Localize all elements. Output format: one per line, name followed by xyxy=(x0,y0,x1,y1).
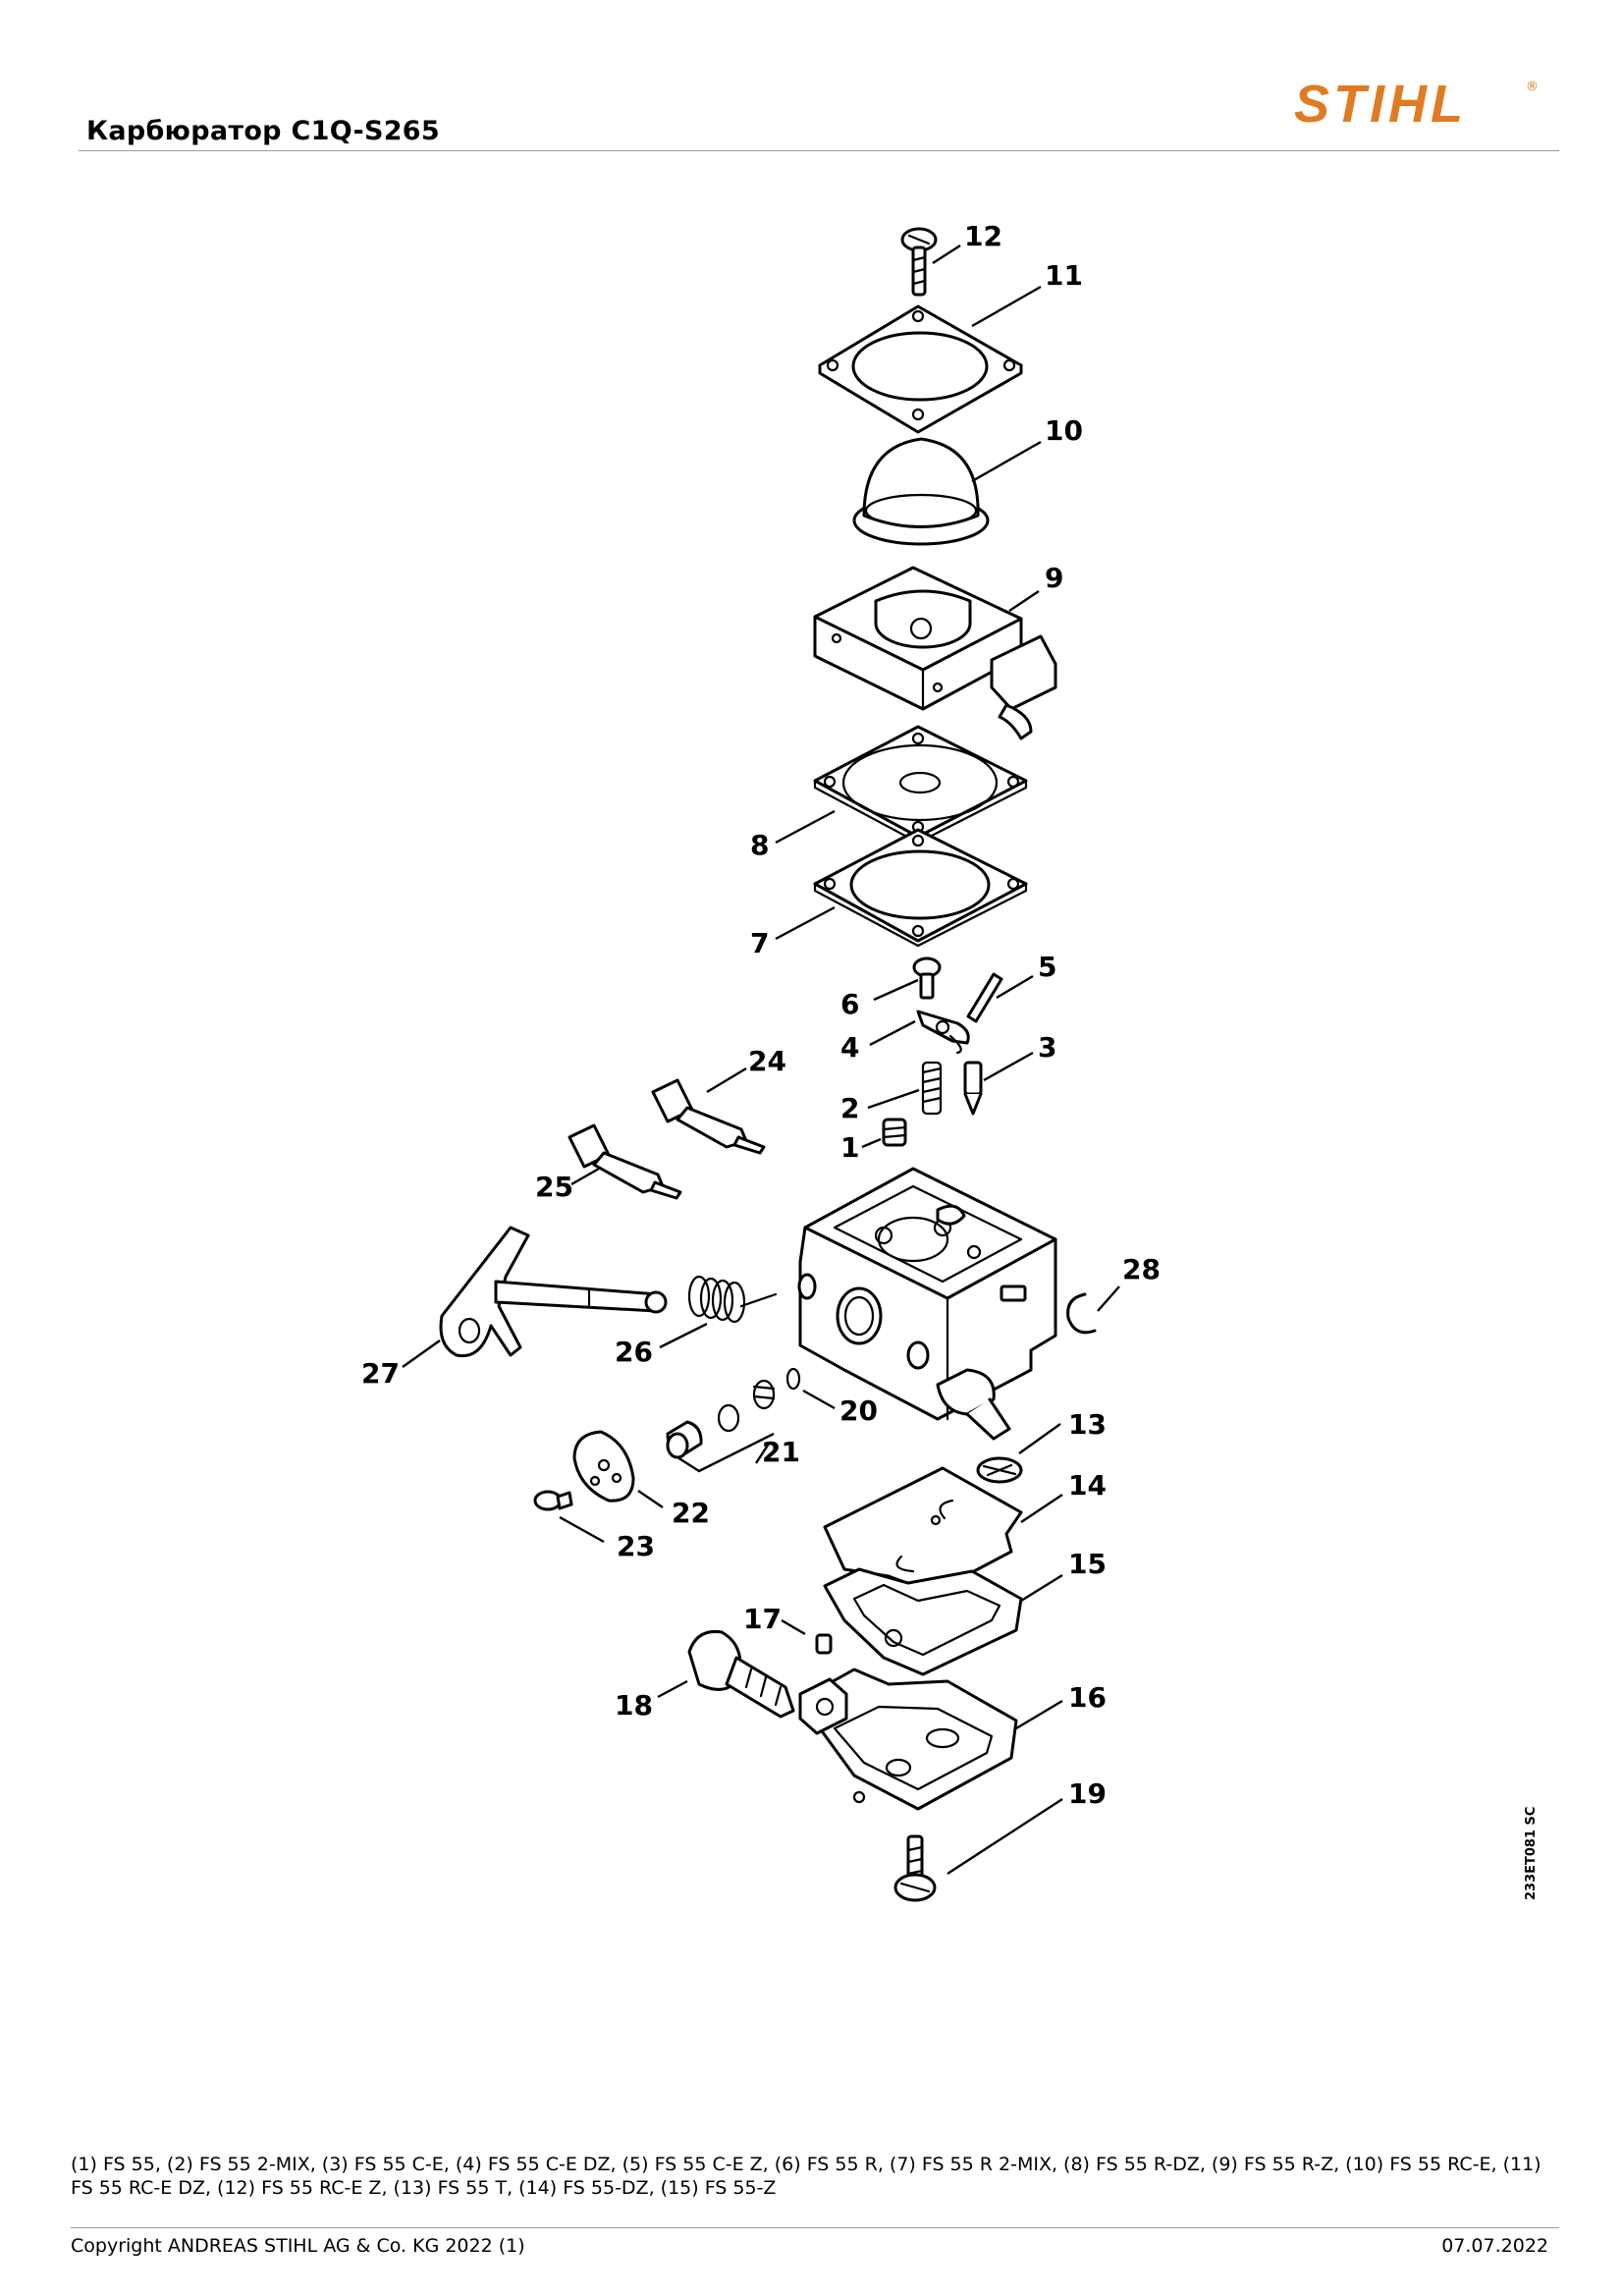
callout-14: 14 xyxy=(1068,1469,1107,1502)
part-12-screw xyxy=(900,227,938,297)
part-11-cover-plate xyxy=(818,304,1023,434)
callout-25: 25 xyxy=(535,1171,573,1203)
callout-18: 18 xyxy=(615,1689,653,1722)
callout-labels: 1 2 3 4 5 6 7 8 9 10 11 12 13 14 15 16 1… xyxy=(361,220,1161,1810)
callout-10: 10 xyxy=(1045,414,1083,447)
callout-24: 24 xyxy=(748,1045,786,1077)
callout-6: 6 xyxy=(840,988,859,1020)
registered-mark: ® xyxy=(1526,80,1539,94)
model-variants-list: (1) FS 55, (2) FS 55 2-MIX, (3) FS 55 C-… xyxy=(71,2154,1542,2199)
drawing-code: 233ET081 SC xyxy=(1524,1806,1539,1900)
footer-divider xyxy=(71,2227,1559,2228)
callout-9: 9 xyxy=(1045,562,1063,594)
part-13-fuel-screen xyxy=(976,1456,1023,1484)
part-23-screw xyxy=(533,1490,573,1511)
callout-28: 28 xyxy=(1122,1253,1161,1285)
leader-lines xyxy=(402,244,1120,1876)
part-3-inlet-needle xyxy=(963,1061,983,1116)
callout-12: 12 xyxy=(964,220,1002,252)
copyright-text: Copyright ANDREAS STIHL AG & Co. KG 2022… xyxy=(71,2235,525,2257)
part-1-plug xyxy=(882,1118,907,1147)
callout-17: 17 xyxy=(743,1603,782,1635)
part-17-pin xyxy=(815,1633,833,1655)
page-title: Карбюратор C1Q-S265 xyxy=(86,116,440,146)
part-15-gasket xyxy=(823,1567,1023,1676)
part-10-primer-bulb xyxy=(852,437,990,546)
callout-26: 26 xyxy=(615,1336,653,1368)
part-9-pump-housing xyxy=(813,566,1057,740)
callout-22: 22 xyxy=(672,1497,710,1529)
part-27-throttle-shaft xyxy=(439,1226,668,1358)
callout-2: 2 xyxy=(840,1092,859,1124)
callout-5: 5 xyxy=(1038,951,1056,983)
callout-4: 4 xyxy=(840,1031,859,1064)
callout-23: 23 xyxy=(617,1530,655,1562)
part-21-spring-and-seal xyxy=(666,1379,776,1459)
publication-date: 07.07.2022 xyxy=(1441,2235,1548,2257)
callout-20: 20 xyxy=(839,1394,878,1427)
part-19-screw xyxy=(893,1834,937,1902)
callout-7: 7 xyxy=(750,927,769,959)
callout-15: 15 xyxy=(1068,1548,1107,1580)
part-16-end-cover xyxy=(798,1667,1018,1811)
part-20-screen xyxy=(785,1367,801,1391)
part-4-inlet-lever xyxy=(916,1010,970,1055)
carburetor-body xyxy=(797,1167,1057,1441)
callout-8: 8 xyxy=(750,829,769,861)
part-5-pin xyxy=(966,972,1003,1023)
callout-11: 11 xyxy=(1045,259,1083,292)
callout-13: 13 xyxy=(1068,1408,1107,1441)
stihl-logo-text: STIHL xyxy=(1294,75,1467,134)
part-7-gasket xyxy=(813,828,1028,948)
stihl-logo: STIHL ® xyxy=(1294,75,1539,134)
callout-21: 21 xyxy=(762,1436,800,1468)
callout-27: 27 xyxy=(361,1357,400,1390)
part-26-spring xyxy=(687,1275,778,1324)
part-24-adjusting-screw xyxy=(651,1078,766,1155)
part-25-adjusting-screw xyxy=(568,1123,682,1200)
part-6-screw xyxy=(912,957,942,1000)
part-28-e-clip xyxy=(1066,1292,1097,1335)
part-8-diaphragm xyxy=(813,725,1028,845)
callout-19: 19 xyxy=(1068,1777,1107,1810)
callout-1: 1 xyxy=(840,1131,859,1164)
part-22-throttle-plate xyxy=(572,1430,635,1503)
callout-3: 3 xyxy=(1038,1031,1056,1064)
header-divider xyxy=(79,150,1559,151)
part-18-idle-screw xyxy=(687,1629,795,1719)
callout-16: 16 xyxy=(1068,1681,1107,1714)
part-2-spring xyxy=(921,1061,943,1116)
